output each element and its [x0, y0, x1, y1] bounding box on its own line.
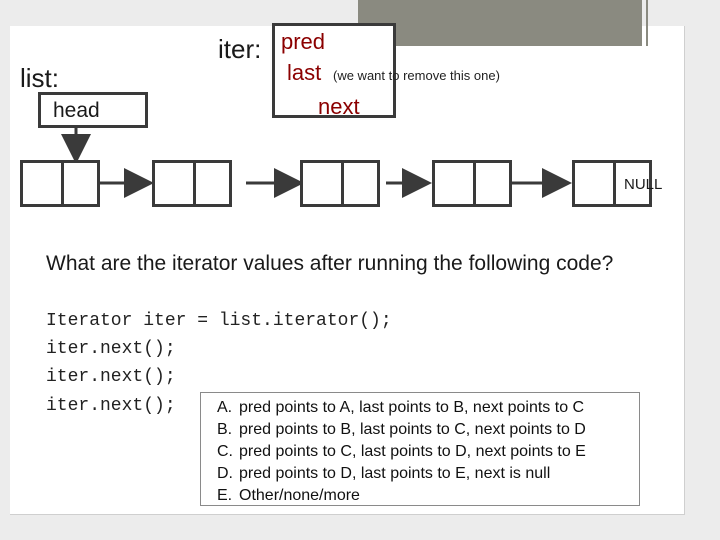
list-label: list: — [20, 63, 59, 93]
option-letter: E. — [217, 487, 233, 504]
list-node — [152, 160, 232, 207]
option-text: Other/none/more — [239, 487, 360, 504]
list-node — [432, 160, 512, 207]
answer-option[interactable]: B. pred points to B, last points to C, n… — [217, 419, 639, 441]
node-divider — [61, 163, 64, 204]
option-letter: B. — [217, 421, 233, 438]
list-node — [20, 160, 100, 207]
null-label: NULL — [624, 176, 663, 193]
answer-option[interactable]: A. pred points to A, last points to B, n… — [217, 397, 639, 419]
question-text: What are the iterator values after runni… — [46, 252, 614, 275]
list-node — [572, 160, 652, 207]
answer-option[interactable]: E. Other/none/more — [217, 485, 639, 507]
next-label: next — [318, 94, 360, 119]
node-divider — [193, 163, 196, 204]
decorative-corner-line — [646, 0, 648, 46]
code-line: iter.next(); — [46, 339, 176, 359]
node-divider — [613, 163, 616, 204]
option-letter: C. — [217, 443, 233, 460]
list-node — [300, 160, 380, 207]
last-note: (we want to remove this one) — [333, 68, 500, 83]
iterator-box — [272, 23, 396, 118]
iter-label: iter: — [218, 34, 262, 64]
answer-options-box: A. pred points to A, last points to B, n… — [200, 392, 640, 506]
node-divider — [473, 163, 476, 204]
option-text: pred points to C, last points to D, next… — [239, 443, 586, 460]
code-line: Iterator iter = list.iterator(); — [46, 311, 392, 331]
option-letter: A. — [217, 399, 233, 416]
code-line: iter.next(); — [46, 367, 176, 387]
option-text: pred points to A, last points to B, next… — [239, 399, 585, 416]
answer-option[interactable]: C. pred points to C, last points to D, n… — [217, 441, 639, 463]
decorative-corner-block — [358, 0, 642, 46]
code-line: iter.next(); — [46, 396, 176, 416]
answer-option[interactable]: D. pred points to D, last points to E, n… — [217, 463, 639, 485]
pred-label: pred — [281, 29, 326, 54]
last-label: last — [287, 60, 322, 85]
option-text: pred points to D, last points to E, next… — [239, 465, 551, 482]
head-box — [38, 92, 148, 128]
node-divider — [341, 163, 344, 204]
head-label: head — [53, 99, 100, 122]
option-letter: D. — [217, 465, 233, 482]
option-text: pred points to B, last points to C, next… — [239, 421, 586, 438]
